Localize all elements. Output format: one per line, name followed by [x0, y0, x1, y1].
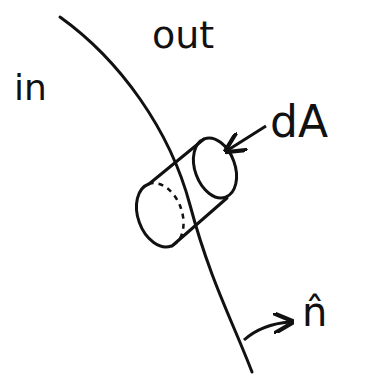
normal-arrow: [244, 322, 290, 340]
symbol-label: in: [14, 70, 47, 106]
pillbox-left-end: [128, 176, 192, 253]
symbol-label: out: [152, 16, 214, 54]
leader-arrow: [228, 126, 266, 150]
symbol-label: n̂: [302, 292, 327, 332]
pillbox-side: [149, 139, 204, 184]
pillbox-side: [172, 198, 227, 246]
boundary-surface: [60, 17, 252, 372]
pillbox-right-end: [186, 132, 245, 204]
symbol-label: dA: [270, 100, 328, 144]
